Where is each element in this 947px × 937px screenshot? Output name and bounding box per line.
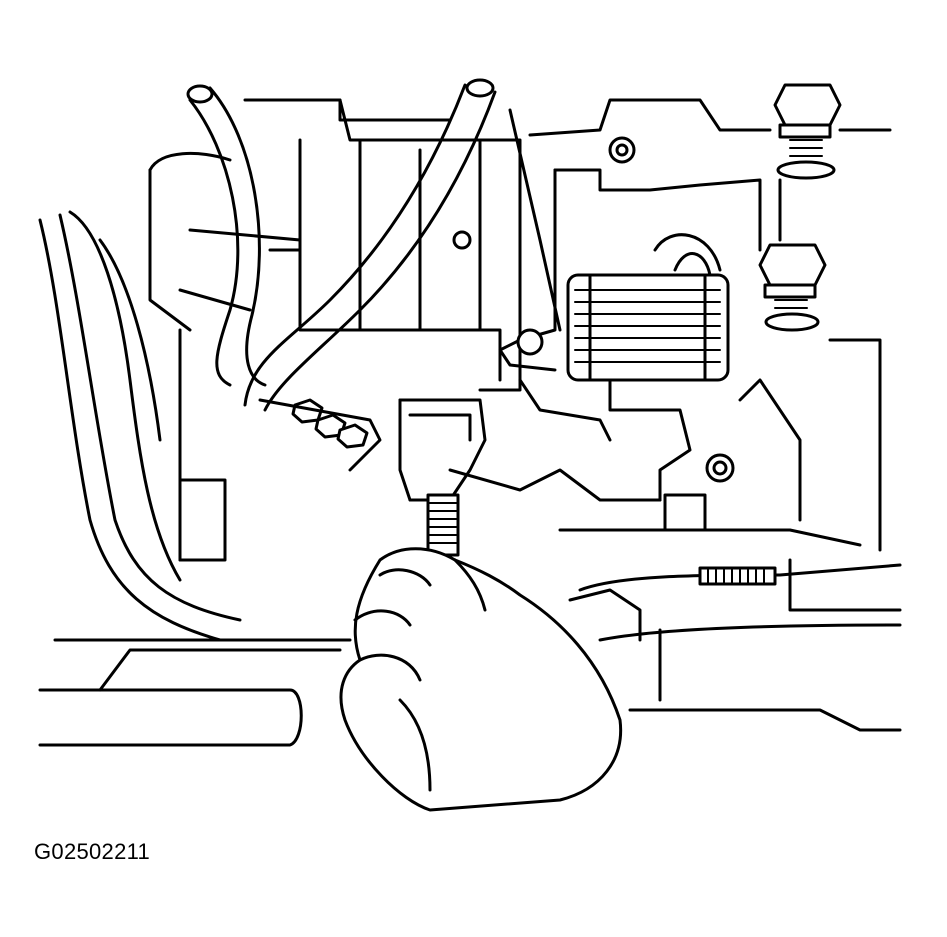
right-housing — [448, 128, 892, 552]
coolant-hose — [186, 78, 497, 412]
engine-bay-line-drawing — [38, 78, 902, 812]
figure-code-label: G02502211 — [34, 839, 151, 864]
threaded-stud — [426, 493, 460, 557]
technician-hand — [339, 547, 623, 812]
left-body-panel — [38, 151, 352, 642]
filter-bracket — [498, 98, 772, 372]
lower-frame — [38, 558, 902, 747]
sensor-bracket — [398, 398, 487, 502]
oil-filter — [566, 273, 730, 382]
small-nuts — [258, 398, 382, 472]
engine-block — [178, 98, 562, 392]
mounting-bolts — [758, 83, 842, 332]
